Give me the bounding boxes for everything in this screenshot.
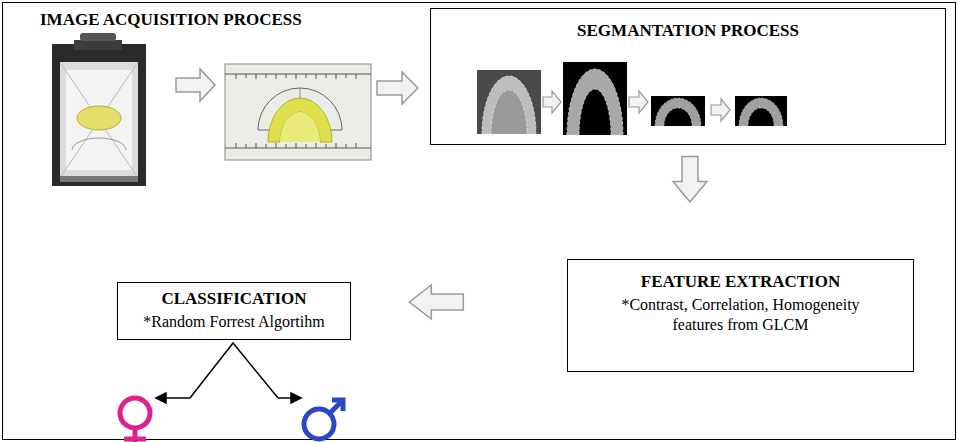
box-body-text: *Random Forrest Algortihm bbox=[128, 312, 340, 332]
process-arrow bbox=[377, 72, 418, 104]
male-symbol bbox=[304, 409, 334, 439]
segmentation-image bbox=[477, 70, 541, 134]
male-symbol bbox=[330, 400, 343, 413]
segmentation-image bbox=[651, 96, 705, 126]
cast-on-ruler-photo bbox=[225, 74, 371, 75]
male-symbol bbox=[304, 400, 343, 439]
process-arrow bbox=[176, 69, 418, 104]
output-lines bbox=[190, 343, 278, 398]
process-arrow bbox=[711, 99, 730, 121]
process-arrow bbox=[543, 91, 730, 121]
light-box-photo bbox=[72, 138, 126, 150]
male-symbol bbox=[332, 400, 343, 411]
light-box-photo bbox=[80, 33, 116, 41]
cast-on-ruler-photo bbox=[236, 143, 356, 148]
segmentation-image bbox=[563, 62, 627, 135]
segmentation-image bbox=[735, 96, 787, 126]
cast-on-ruler-photo bbox=[280, 112, 320, 142]
output-lines bbox=[156, 343, 301, 403]
light-box-photo bbox=[60, 62, 138, 178]
cast-on-ruler-photo bbox=[225, 64, 371, 160]
light-box-photo bbox=[60, 176, 138, 182]
process-box: FEATURE EXTRACTION *Contrast, Correlation… bbox=[567, 259, 914, 372]
segmentation-image bbox=[482, 76, 536, 134]
output-lines bbox=[291, 393, 301, 403]
block-arrow bbox=[409, 285, 463, 319]
cast-on-ruler-photo bbox=[225, 64, 371, 160]
segmentation-image bbox=[563, 62, 627, 135]
segmentation-image bbox=[567, 69, 623, 135]
outer-frame bbox=[3, 3, 956, 440]
light-box-photo bbox=[74, 40, 122, 50]
light-box-photo bbox=[52, 33, 146, 186]
segmentation-image bbox=[655, 98, 701, 126]
female-symbol bbox=[120, 398, 150, 442]
box-heading: CLASSIFICATION bbox=[128, 289, 340, 309]
output-lines bbox=[156, 393, 166, 403]
box-body-text: *Contrast, Correlation, Homogeneity feat… bbox=[595, 295, 887, 335]
process-arrow bbox=[629, 91, 648, 113]
light-box-photo bbox=[60, 62, 138, 178]
cast-on-ruler-photo bbox=[236, 74, 356, 79]
segmentation-image bbox=[739, 98, 783, 126]
light-box-photo bbox=[52, 44, 146, 186]
process-box: SEGMANTATION PROCESS bbox=[430, 8, 946, 145]
box-heading: FEATURE EXTRACTION bbox=[578, 272, 903, 292]
process-box: CLASSIFICATION *Random Forrest Algortihm bbox=[117, 282, 351, 340]
block-arrow bbox=[673, 156, 707, 202]
cast-on-ruler-photo bbox=[225, 148, 371, 149]
segmentation-image bbox=[482, 76, 536, 134]
female-symbol bbox=[124, 437, 146, 442]
section-heading: IMAGE ACQUISITION PROCESS bbox=[40, 10, 302, 30]
segmentation-image bbox=[477, 70, 541, 134]
cast-on-ruler-photo bbox=[268, 98, 332, 142]
box-heading: SEGMANTATION PROCESS bbox=[441, 21, 935, 41]
segmentation-image bbox=[735, 96, 787, 126]
female-symbol bbox=[120, 398, 150, 428]
light-box-photo bbox=[60, 62, 138, 178]
light-box-photo bbox=[77, 106, 121, 130]
process-arrow bbox=[176, 69, 215, 101]
process-arrow bbox=[543, 91, 561, 113]
segmentation-image bbox=[651, 96, 705, 126]
